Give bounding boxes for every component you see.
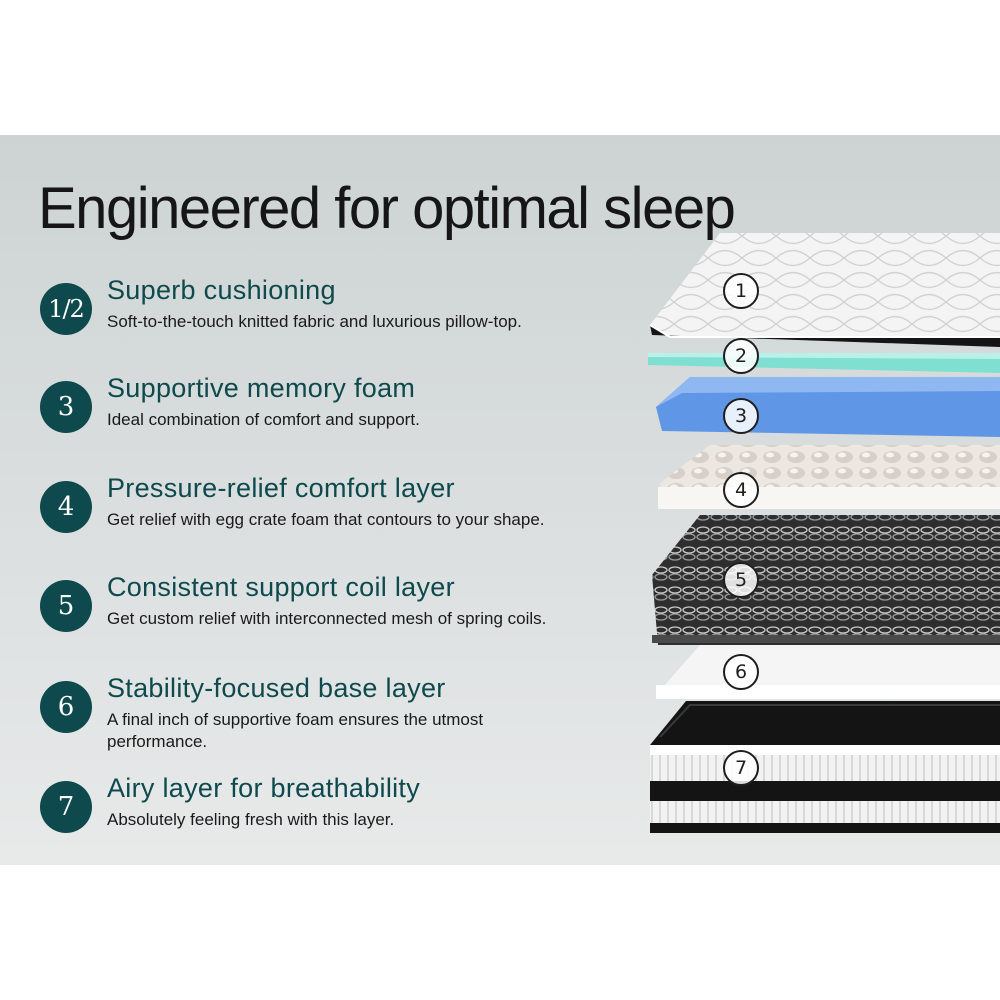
feature-number-badge: 6 — [40, 681, 92, 733]
feature-title: Superb cushioning — [107, 275, 336, 305]
feature-number-badge: 7 — [40, 781, 92, 833]
layer-spring-coils — [652, 515, 1000, 645]
feature-title: Consistent support coil layer — [107, 572, 455, 602]
feature-number-badge: 3 — [40, 381, 92, 433]
layer-badge-2: 2 — [723, 338, 759, 374]
feature-description: Ideal combination of comfort and support… — [107, 410, 420, 429]
layer-badge-1: 1 — [723, 273, 759, 309]
feature-description: Absolutely feeling fresh with this layer… — [107, 810, 395, 829]
layer-gel — [648, 353, 1000, 373]
layer-badge-4: 4 — [723, 472, 759, 508]
feature-title: Pressure-relief comfort layer — [107, 473, 455, 503]
layer-base-foam — [656, 645, 1000, 699]
feature-number-badge: 1/2 — [40, 283, 92, 335]
layer-badge-6: 6 — [723, 654, 759, 690]
feature-title: Airy layer for breathability — [107, 773, 421, 803]
feature-description: Soft-to-the-touch knitted fabric and lux… — [107, 312, 522, 331]
feature-description: Get custom relief with interconnected me… — [107, 609, 547, 628]
feature-memory-foam: 3 Supportive memory foam Ideal combinati… — [40, 373, 640, 443]
layer-memory-foam — [656, 377, 1000, 437]
feature-title: Supportive memory foam — [107, 373, 416, 403]
page-title: Engineered for optimal sleep — [38, 176, 736, 241]
layer-badge-3: 3 — [723, 398, 759, 434]
layer-pillow-top — [649, 233, 1000, 347]
feature-number-badge: 4 — [40, 481, 92, 533]
feature-base-layer: 6 Stability-focused base layer A final i… — [40, 673, 640, 751]
feature-description: A final inch of supportive foam ensures … — [107, 710, 484, 751]
layer-badge-7: 7 — [723, 750, 759, 786]
layer-egg-crate — [658, 445, 1000, 509]
feature-cushioning: 1/2 Superb cushioning Soft-to-the-touch … — [40, 275, 640, 345]
feature-number-badge: 5 — [40, 580, 92, 632]
feature-description: Get relief with egg crate foam that cont… — [107, 510, 545, 529]
feature-airy-layer: 7 Airy layer for breathability Absolutel… — [40, 773, 640, 843]
feature-title: Stability-focused base layer — [107, 673, 446, 703]
layer-badge-5: 5 — [723, 562, 759, 598]
mattress-layers-illustration — [648, 233, 1000, 833]
layer-airy-base — [650, 701, 1000, 833]
feature-coil-layer: 5 Consistent support coil layer Get cust… — [40, 572, 640, 642]
content-panel: Engineered for optimal sleep 1/2 Superb … — [0, 135, 1000, 865]
feature-comfort-layer: 4 Pressure-relief comfort layer Get reli… — [40, 473, 640, 543]
